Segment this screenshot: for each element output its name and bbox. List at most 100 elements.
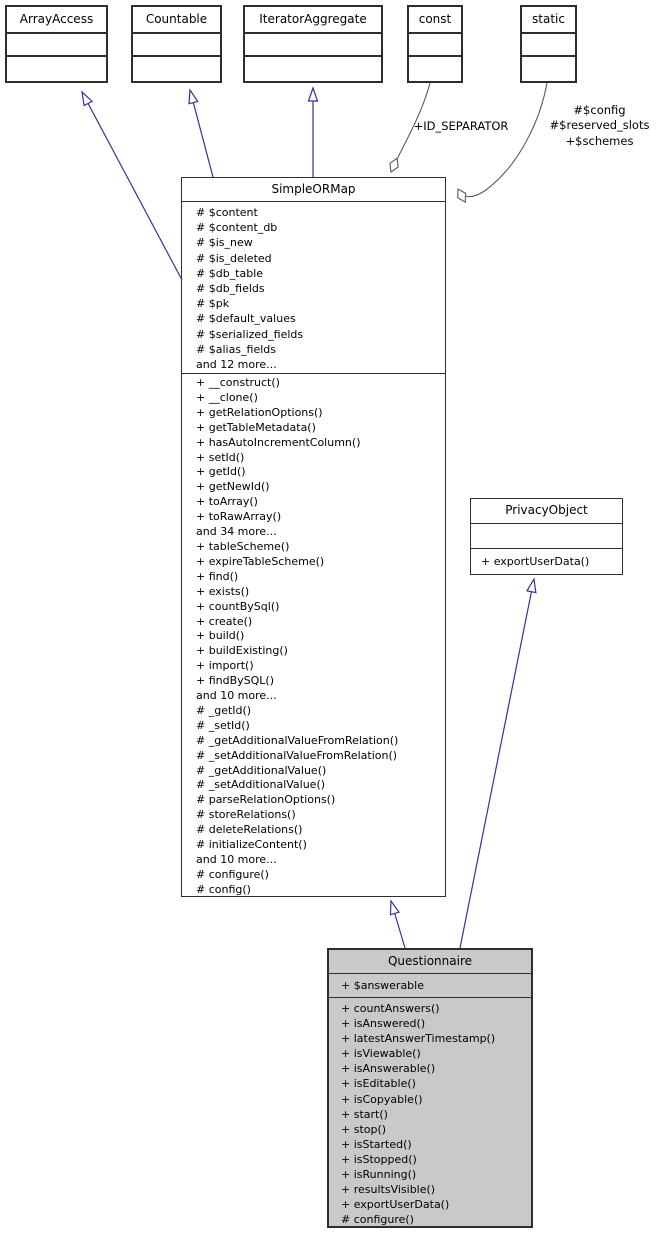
member-row: # $db_fields: [196, 282, 265, 296]
methods-compartment-empty: [133, 57, 220, 81]
member-row: # configure(): [196, 867, 269, 881]
member-row: # deleteRelations(): [196, 823, 303, 837]
attributes-compartment-empty: [7, 34, 106, 57]
member-row: # _setId(): [196, 718, 250, 732]
member-row: # parseRelationOptions(): [196, 793, 336, 807]
member-row: + buildExisting(): [196, 644, 288, 658]
member-row: + isEditable(): [341, 1077, 416, 1091]
member-row: + stop(): [341, 1122, 387, 1136]
member-row: + findBySQL(): [196, 674, 275, 688]
edge-questionnaire-inherits-simpleormap: [389, 899, 406, 949]
edge-questionnaire-inherits-privacyobject: [459, 577, 537, 949]
methods-compartment: + countAnswers() + isAnswered()+ latestAn…: [329, 998, 531, 1227]
class-title: SimpleORMap: [182, 178, 445, 202]
methods-compartment-empty: [7, 57, 106, 81]
member-row: + exists(): [196, 584, 250, 598]
edge-label-static-members: #$config#$reserved_slots+$schemes: [541, 103, 658, 149]
member-row: + __clone(): [196, 390, 258, 404]
member-row: # config(): [196, 882, 251, 895]
class-title: const: [409, 7, 461, 34]
member-row: and 34 more...: [196, 525, 277, 539]
class-box-arrayaccess[interactable]: ArrayAccess: [5, 5, 108, 83]
member-row: + isViewable(): [341, 1047, 421, 1061]
attributes-compartment-empty: [471, 524, 622, 549]
member-row: + exportUserData(): [481, 555, 590, 568]
member-row: + setId(): [196, 450, 245, 464]
member-row: # $content: [196, 206, 258, 219]
member-row: # $is_deleted: [196, 251, 272, 265]
member-row: + isRunning(): [341, 1168, 417, 1182]
member-row: + countBySql(): [196, 599, 280, 613]
class-title: IteratorAggregate: [245, 7, 381, 34]
class-box-iteratoraggregate[interactable]: IteratorAggregate: [243, 5, 383, 83]
member-row: + getId(): [196, 465, 246, 479]
class-title: PrivacyObject: [471, 499, 622, 524]
member-row: + getNewId(): [196, 480, 270, 494]
member-row: + countAnswers(): [341, 1002, 440, 1015]
methods-compartment-empty: [409, 57, 461, 81]
member-row: + isCopyable(): [341, 1092, 423, 1106]
class-title: static: [522, 7, 575, 34]
class-box-simpleormap[interactable]: SimpleORMap # $content# $content_db# $is…: [181, 177, 446, 897]
member-row: #$reserved_slots: [549, 118, 650, 133]
class-box-countable[interactable]: Countable: [131, 5, 222, 83]
member-row: # $alias_fields: [196, 342, 277, 356]
member-row: + isStopped(): [341, 1152, 417, 1166]
member-row: + find(): [196, 569, 239, 583]
member-row: # $serialized_fields: [196, 327, 304, 341]
member-row: + isStarted(): [341, 1137, 412, 1151]
member-row: + create(): [196, 614, 253, 628]
member-row: # _setAdditionalValue(): [196, 778, 326, 792]
edge-simpleormap-uses-static: [458, 82, 548, 197]
member-row: and 10 more...: [196, 689, 277, 703]
class-box-static[interactable]: static: [520, 5, 577, 83]
class-title: Questionnaire: [329, 950, 531, 974]
attributes-compartment-empty: [409, 34, 461, 57]
member-row: # $db_table: [196, 266, 264, 280]
attributes-compartment-empty: [522, 34, 575, 57]
member-row: + isAnswered(): [341, 1017, 426, 1031]
member-row: # $content_db: [196, 221, 278, 235]
member-row: and 12 more...: [196, 358, 277, 372]
member-row: + exportUserData(): [341, 1198, 450, 1212]
member-row: + getTableMetadata(): [196, 420, 316, 434]
member-row: + toRawArray(): [196, 510, 282, 524]
member-row: + $answerable: [341, 979, 424, 992]
member-row: + latestAnswerTimestamp(): [341, 1032, 496, 1046]
member-row: + import(): [196, 659, 254, 673]
member-row: + start(): [341, 1107, 388, 1121]
class-title: Countable: [133, 7, 220, 34]
member-row: + isAnswerable(): [341, 1062, 436, 1076]
member-row: #$config: [573, 103, 626, 117]
member-row: # initializeContent(): [196, 838, 307, 852]
class-title: ArrayAccess: [7, 7, 106, 34]
member-row: + toArray(): [196, 495, 258, 509]
member-row: + expireTableScheme(): [196, 554, 325, 568]
class-box-privacyobject[interactable]: PrivacyObject + exportUserData(): [470, 498, 623, 575]
member-row: + __construct(): [196, 376, 280, 389]
member-row: + build(): [196, 629, 245, 643]
attributes-compartment: # $content # $content_db# $is_new# $is_de…: [182, 202, 445, 374]
member-row: # _setAdditionalValueFromRelation(): [196, 748, 398, 762]
member-row: # _getAdditionalValue(): [196, 763, 327, 777]
attributes-compartment: + $answerable: [329, 974, 531, 998]
methods-compartment: + exportUserData(): [471, 549, 622, 574]
member-row: # storeRelations(): [196, 808, 296, 822]
member-row: # _getId(): [196, 703, 252, 717]
class-box-const[interactable]: const: [407, 5, 463, 83]
attributes-compartment-empty: [133, 34, 220, 57]
methods-compartment-empty: [522, 57, 575, 81]
member-row: and 10 more...: [196, 853, 277, 866]
class-box-questionnaire[interactable]: Questionnaire + $answerable + countAnswe…: [327, 948, 533, 1228]
member-row: # $pk: [196, 297, 230, 311]
member-row: # configure(): [341, 1213, 414, 1227]
member-row: +$schemes: [565, 133, 634, 148]
member-row: + tableScheme(): [196, 539, 290, 553]
member-row: + getRelationOptions(): [196, 405, 323, 419]
methods-compartment-empty: [245, 57, 381, 81]
member-row: # $is_new: [196, 236, 253, 250]
edge-simpleormap-inherits-arrayaccess: [81, 90, 183, 281]
member-row: + hasAutoIncrementColumn(): [196, 435, 361, 449]
member-row: # $default_values: [196, 312, 296, 326]
